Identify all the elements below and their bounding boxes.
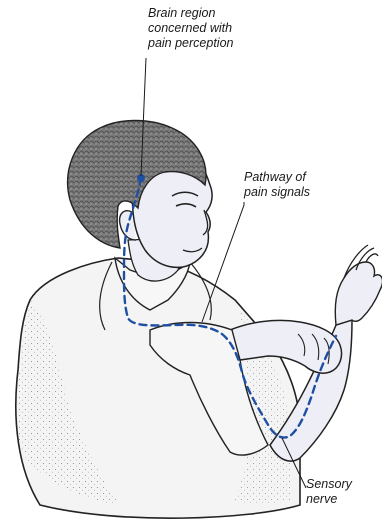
sensory-nerve-label: Sensory nerve bbox=[306, 477, 352, 507]
raised-hand bbox=[335, 262, 382, 325]
pathway-label: Pathway of pain signals bbox=[244, 170, 310, 200]
brain-region-label: Brain region concerned with pain percept… bbox=[148, 6, 233, 51]
